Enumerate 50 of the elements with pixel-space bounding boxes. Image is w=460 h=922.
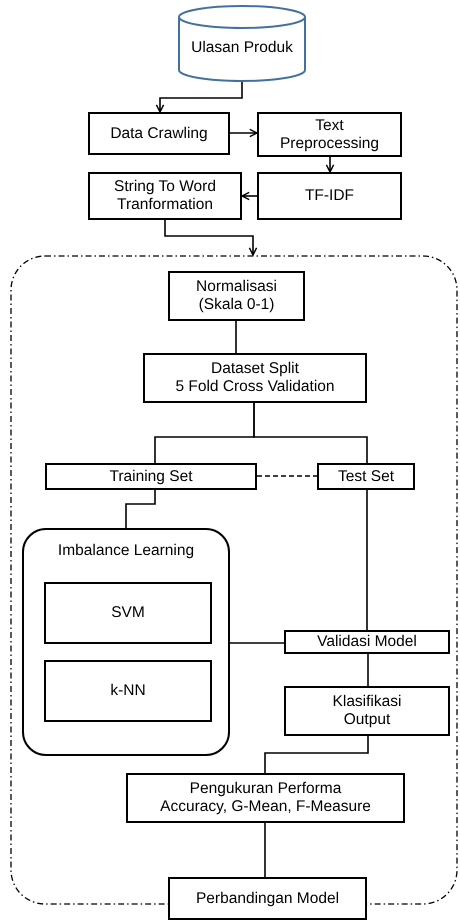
arrow [164, 220, 258, 256]
process-box [88, 172, 242, 220]
node-label: Imbalance Learning [58, 542, 194, 560]
process-box [168, 877, 367, 920]
node-label: Text Preprocessing [280, 116, 380, 152]
process-box [44, 582, 212, 644]
node-label: SVM [111, 604, 145, 622]
connector-line [235, 321, 237, 353]
node-label: Normalisasi [196, 278, 277, 296]
arrow [326, 157, 334, 173]
node-label: (Skala 0-1) [198, 296, 274, 314]
process-box [44, 660, 212, 722]
node-label: k-NN [110, 682, 146, 700]
process-box [257, 172, 402, 220]
node-label: Test Set [338, 468, 394, 486]
node-label: 5 Fold Cross Validation [175, 378, 335, 396]
node-label: Accuracy, G-Mean, F-Measure [160, 798, 371, 816]
node-label: Klasifikasi Output [332, 693, 402, 729]
rounded-group-box [22, 528, 230, 756]
arrow [241, 192, 257, 200]
dashed-group-container [10, 255, 458, 905]
connector-line [257, 475, 317, 477]
process-box [284, 686, 450, 736]
connector-line [230, 642, 284, 644]
node-label: Ulasan Produk [191, 38, 293, 56]
arrow [156, 82, 243, 113]
process-box [45, 463, 257, 490]
process-box [88, 112, 230, 155]
connector-line [366, 490, 368, 630]
node-label: Training Set [110, 468, 192, 486]
node-label: String To Word Tranformation [113, 178, 217, 214]
node-label: TF-IDF [304, 187, 354, 205]
connector-line [125, 490, 156, 528]
node-label: Perbandingan Model [196, 890, 340, 908]
connector-line [253, 403, 368, 463]
process-box [143, 353, 367, 403]
process-box [317, 463, 415, 490]
connector-line [264, 736, 369, 773]
connector-line [367, 654, 369, 686]
process-box [126, 773, 405, 823]
node-label: Dataset Split [211, 360, 299, 378]
connector-line [264, 823, 266, 877]
process-box [168, 271, 305, 321]
node-label: Pengukuran Performa [190, 780, 342, 798]
database-cylinder [178, 5, 306, 82]
process-box [284, 630, 450, 654]
node-label: Data Crawling [110, 124, 208, 142]
process-box [257, 112, 402, 157]
node-label: Validasi Model [317, 633, 417, 651]
arrow [230, 128, 258, 138]
